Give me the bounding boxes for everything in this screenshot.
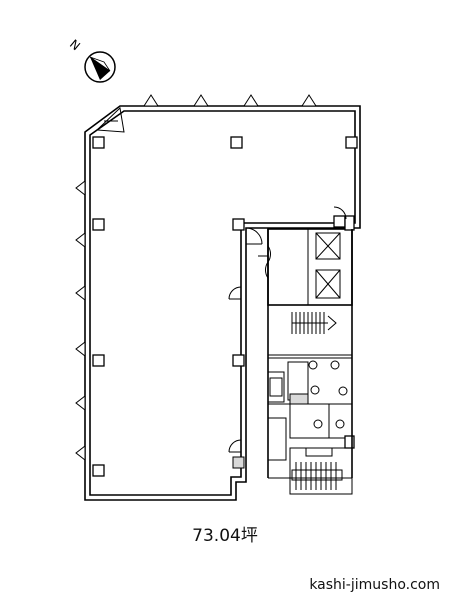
- office-outer-wall: [84, 105, 361, 501]
- columns: [92, 136, 358, 477]
- top-windows: [140, 94, 320, 107]
- compass-label: N: [67, 37, 83, 53]
- core-area: [258, 215, 355, 495]
- site-watermark: kashi-jimusho.com: [309, 577, 440, 593]
- office-doors: [228, 206, 347, 453]
- floor-area-label: 73.04坪: [192, 526, 258, 546]
- compass-icon: N: [67, 37, 116, 83]
- left-windows: [75, 179, 86, 462]
